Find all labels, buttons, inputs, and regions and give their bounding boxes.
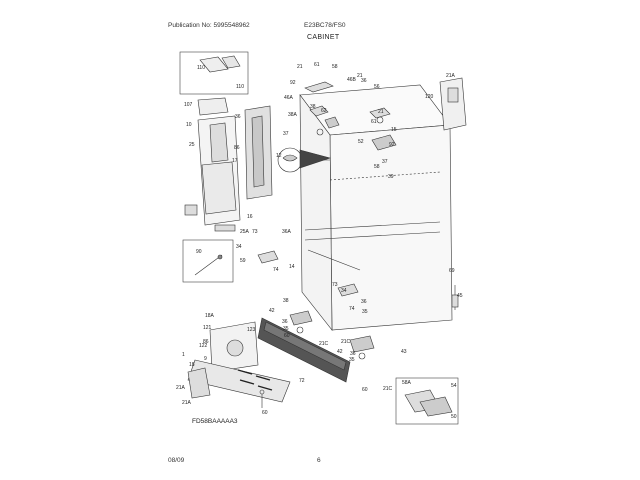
callout-c69: 69 — [449, 268, 455, 274]
callout-c1: 1 — [182, 352, 185, 358]
toe-grille — [257, 317, 351, 383]
callout-c39: 39 — [388, 174, 394, 180]
page-number: 6 — [317, 457, 321, 464]
middle-brackets — [257, 250, 375, 360]
callout-c36: 36 — [361, 78, 367, 84]
callout-c21b: 21 — [357, 73, 363, 79]
callout-c86b: 86 — [203, 339, 209, 345]
callout-c120: 120 — [425, 94, 434, 100]
callout-c60b: 60 — [362, 387, 368, 393]
control-panel-part — [439, 77, 467, 131]
publication-number: Publication No: 5995548962 — [168, 22, 250, 29]
air-duct-assembly — [184, 97, 273, 232]
callout-c43: 43 — [401, 349, 407, 355]
callout-c12: 12 — [276, 153, 282, 159]
callout-c54: 54 — [451, 383, 457, 389]
callout-c42b: 42 — [337, 349, 343, 355]
callout-c50: 50 — [451, 414, 457, 420]
callout-c14: 14 — [289, 264, 295, 270]
inset-58a — [395, 377, 459, 425]
callout-c86: 86 — [234, 145, 240, 151]
detail-magnifier — [277, 147, 332, 173]
figure-code: FD58BAAAAA3 — [192, 418, 238, 425]
callout-c9: 9 — [204, 356, 207, 362]
callout-c56: 56 — [374, 84, 380, 90]
callout-c36e: 36 — [350, 351, 356, 357]
callout-c74a: 74 — [273, 267, 279, 273]
callout-c21c: 21 — [378, 109, 384, 115]
callout-c61b: 61 — [371, 119, 377, 125]
callout-c25a: 25A — [240, 229, 250, 235]
callout-c121: 121 — [203, 325, 212, 331]
callout-c38a: 38A — [288, 112, 298, 118]
callout-c73: 73 — [252, 229, 258, 235]
callout-c17: 17 — [232, 158, 238, 164]
callout-c42a: 42 — [269, 308, 275, 314]
callout-c36a: 36A — [282, 229, 292, 235]
callout-c25: 25 — [189, 142, 195, 148]
callout-c60: 60 — [284, 333, 290, 339]
callout-c18a: 18A — [205, 313, 215, 319]
callout-c21cA: 21C — [319, 341, 329, 347]
callout-c21cB: 21C — [341, 339, 351, 345]
callout-c34b: 34 — [341, 288, 347, 294]
callout-c61: 61 — [314, 62, 320, 68]
callout-c38b: 38 — [310, 104, 316, 110]
callout-c21a2: 21A — [176, 385, 186, 391]
callout-c52: 52 — [358, 139, 364, 145]
callout-c36d: 36 — [282, 319, 288, 325]
page-title: CABINET — [307, 34, 340, 41]
callout-c21A: 21A — [446, 73, 456, 79]
callout-c37a: 37 — [283, 131, 289, 137]
callout-c123: 123 — [247, 327, 256, 333]
callout-c35c: 35 — [349, 357, 355, 363]
callout-c45: 45 — [457, 293, 463, 299]
callout-c34: 34 — [236, 244, 242, 250]
inset-90 — [182, 239, 234, 283]
callout-c110a: 110 — [197, 65, 205, 71]
callout-c73b: 73 — [332, 282, 338, 288]
callout-c92a: 92 — [290, 80, 296, 86]
callout-c15: 15 — [391, 127, 397, 133]
callout-c122: 122 — [199, 343, 208, 349]
callout-c21a: 21 — [297, 64, 303, 70]
callout-c58b: 58 — [374, 164, 380, 170]
callout-c72: 72 — [299, 378, 305, 384]
lower-left-assembly — [187, 321, 291, 408]
callout-c58a: 58A — [402, 380, 412, 386]
callout-c46b: 46B — [347, 77, 357, 83]
callout-c21cC: 21C — [383, 386, 393, 392]
right-side-bracket — [451, 285, 459, 310]
callout-c62: 62 — [321, 108, 327, 114]
callout-c16: 16 — [247, 214, 253, 220]
inset-110 — [179, 51, 249, 95]
callout-c35b: 35 — [283, 326, 289, 332]
callout-c59: 59 — [240, 258, 246, 264]
callout-c10: 10 — [186, 122, 192, 128]
callout-c35a: 35 — [362, 309, 368, 315]
callout-c74b: 74 — [349, 306, 355, 312]
callout-c18: 18 — [189, 362, 195, 368]
callout-c36c: 36 — [361, 299, 367, 305]
callout-c92b: 92 — [389, 142, 395, 148]
top-hinge-parts — [304, 81, 397, 151]
callout-c37b: 37 — [382, 159, 388, 165]
callout-c36b: 36 — [235, 114, 241, 120]
callout-c90: 90 — [196, 249, 202, 255]
footer-date: 08/09 — [168, 457, 185, 464]
callout-c60c: 60 — [262, 410, 268, 416]
callout-c46a: 46A — [284, 95, 294, 101]
callout-c107: 107 — [184, 102, 193, 108]
callout-c38c: 38 — [283, 298, 289, 304]
callout-c110b: 110 — [236, 84, 244, 90]
callout-c21a3: 21A — [182, 400, 192, 406]
callout-c58: 58 — [332, 64, 338, 70]
model-number: E23BC78/FS0 — [304, 22, 346, 29]
